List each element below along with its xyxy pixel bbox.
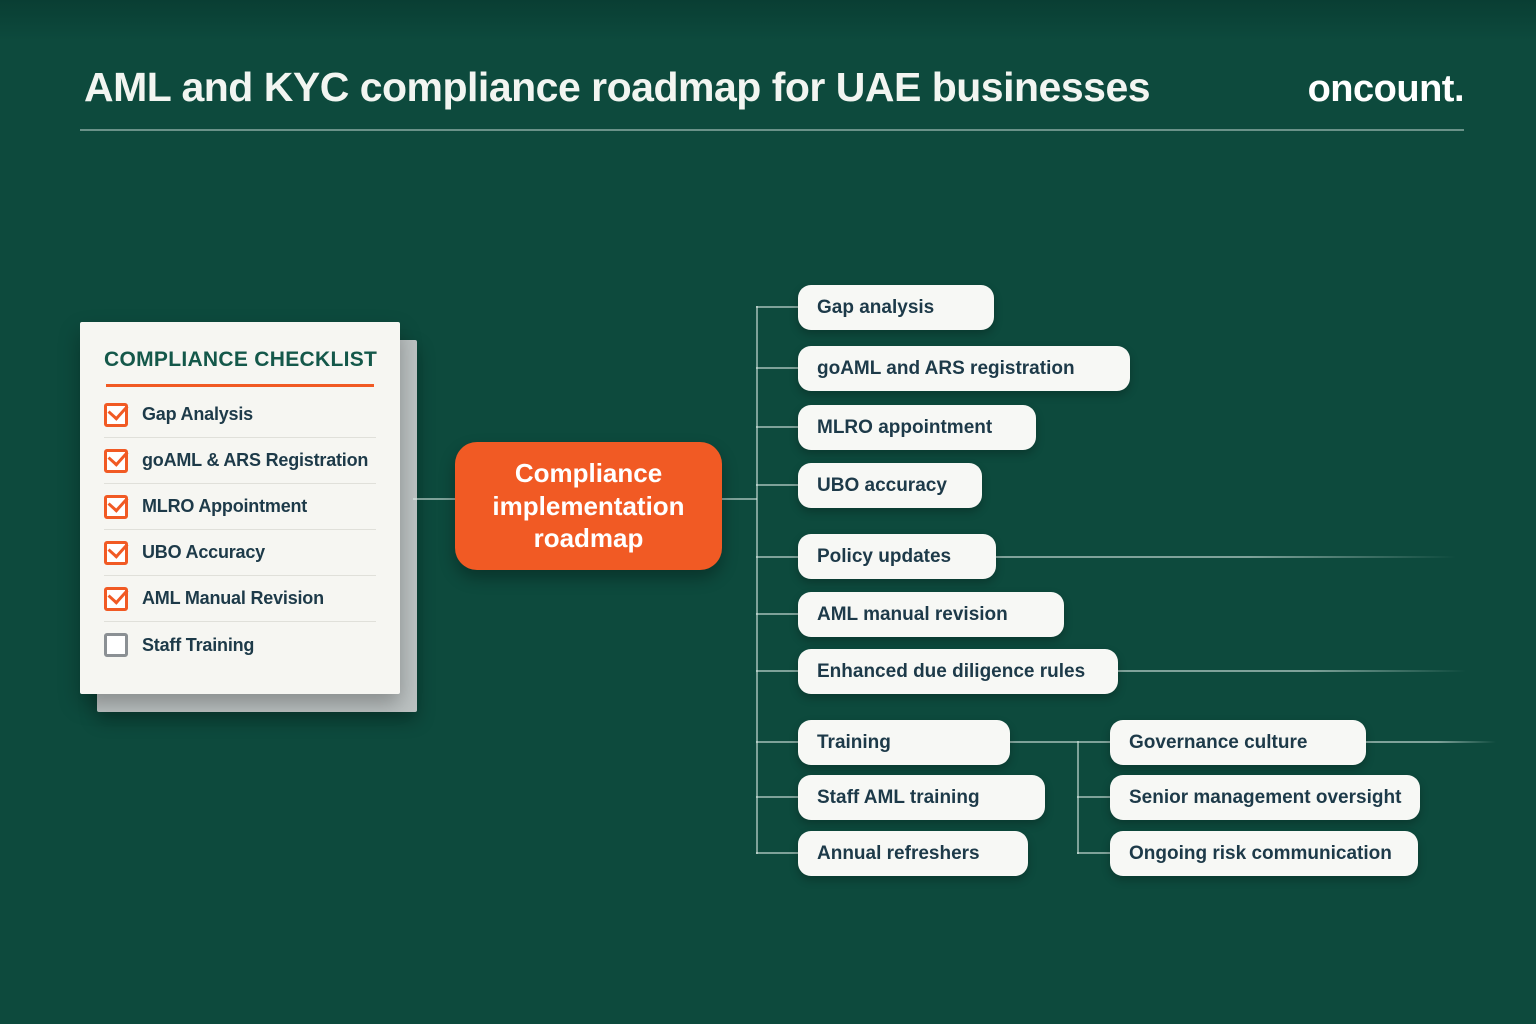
header-divider xyxy=(80,129,1464,131)
checkbox-icon xyxy=(104,586,128,611)
connector-stub-senior-management xyxy=(1077,796,1110,798)
node-goaml-ars-registration: goAML and ARS registration xyxy=(798,346,1130,391)
connector-stub-ongoing-risk xyxy=(1077,852,1110,854)
checklist-item-label: AML Manual Revision xyxy=(142,588,324,608)
connector-stub-aml-manual xyxy=(756,613,798,615)
checklist-item-label: MLRO Appointment xyxy=(142,496,308,516)
compliance-checklist-card: COMPLIANCE CHECKLIST Gap Analysis goAML … xyxy=(80,322,400,694)
node-gap-analysis: Gap analysis xyxy=(798,285,994,330)
checklist-item: Gap Analysis xyxy=(104,392,376,438)
node-mlro-appointment: MLRO appointment xyxy=(798,405,1036,450)
checkbox-icon xyxy=(104,494,128,519)
checkbox-icon xyxy=(104,448,128,473)
checklist-item-label: Staff Training xyxy=(142,634,255,655)
connector-stub-gap-analysis xyxy=(756,306,798,308)
node-staff-aml-training: Staff AML training xyxy=(798,775,1045,820)
brand-logo: oncount. xyxy=(1307,68,1465,110)
checklist-item: MLRO Appointment xyxy=(104,484,376,530)
connector-stub-staff-training xyxy=(756,796,798,798)
connector-stub-training xyxy=(756,741,798,743)
connector-stub-annual-refreshers xyxy=(756,852,798,854)
central-roadmap-label: Compliance implementation roadmap xyxy=(492,458,685,554)
checkbox-icon xyxy=(104,633,128,657)
node-enhanced-due-diligence: Enhanced due diligence rules xyxy=(798,649,1118,694)
checklist-item: AML Manual Revision xyxy=(104,576,376,622)
page-title: AML and KYC compliance roadmap for UAE b… xyxy=(84,64,1151,110)
node-training: Training xyxy=(798,720,1010,765)
node-aml-manual-revision: AML manual revision xyxy=(798,592,1064,637)
connector-main-spine xyxy=(756,306,758,854)
connector-training-to-subspine xyxy=(1010,741,1110,743)
connector-governance-trailing xyxy=(1366,741,1496,743)
connector-policy-trailing xyxy=(996,556,1456,558)
checklist-items: Gap Analysis goAML & ARS Registration ML… xyxy=(104,392,376,668)
checklist-title-underline xyxy=(106,384,374,387)
node-annual-refreshers: Annual refreshers xyxy=(798,831,1028,876)
connector-stub-goaml xyxy=(756,367,798,369)
connector-stub-edd xyxy=(756,670,798,672)
node-policy-updates: Policy updates xyxy=(798,534,996,579)
node-ubo-accuracy: UBO accuracy xyxy=(798,463,982,508)
connector-stub-ubo xyxy=(756,484,798,486)
checklist-item: UBO Accuracy xyxy=(104,530,376,576)
checklist-item-label: UBO Accuracy xyxy=(142,542,265,562)
connector-edd-trailing xyxy=(1116,670,1466,672)
node-governance-culture: Governance culture xyxy=(1110,720,1366,765)
checklist-title: COMPLIANCE CHECKLIST xyxy=(104,348,378,371)
central-roadmap-node: Compliance implementation roadmap xyxy=(455,442,722,570)
connector-stub-policy xyxy=(756,556,798,558)
checkbox-icon xyxy=(104,402,128,427)
checklist-item-label: goAML & ARS Registration xyxy=(142,450,369,470)
checkbox-icon xyxy=(104,540,128,565)
checklist-item: Staff Training xyxy=(104,622,376,668)
node-ongoing-risk-communication: Ongoing risk communication xyxy=(1110,831,1418,876)
node-senior-management-oversight: Senior management oversight xyxy=(1110,775,1420,820)
checklist-item: goAML & ARS Registration xyxy=(104,438,376,484)
checklist-item-label: Gap Analysis xyxy=(142,404,253,424)
connector-center-to-spine xyxy=(722,498,757,500)
connector-stub-mlro xyxy=(756,426,798,428)
connector-card-to-center xyxy=(413,498,455,500)
